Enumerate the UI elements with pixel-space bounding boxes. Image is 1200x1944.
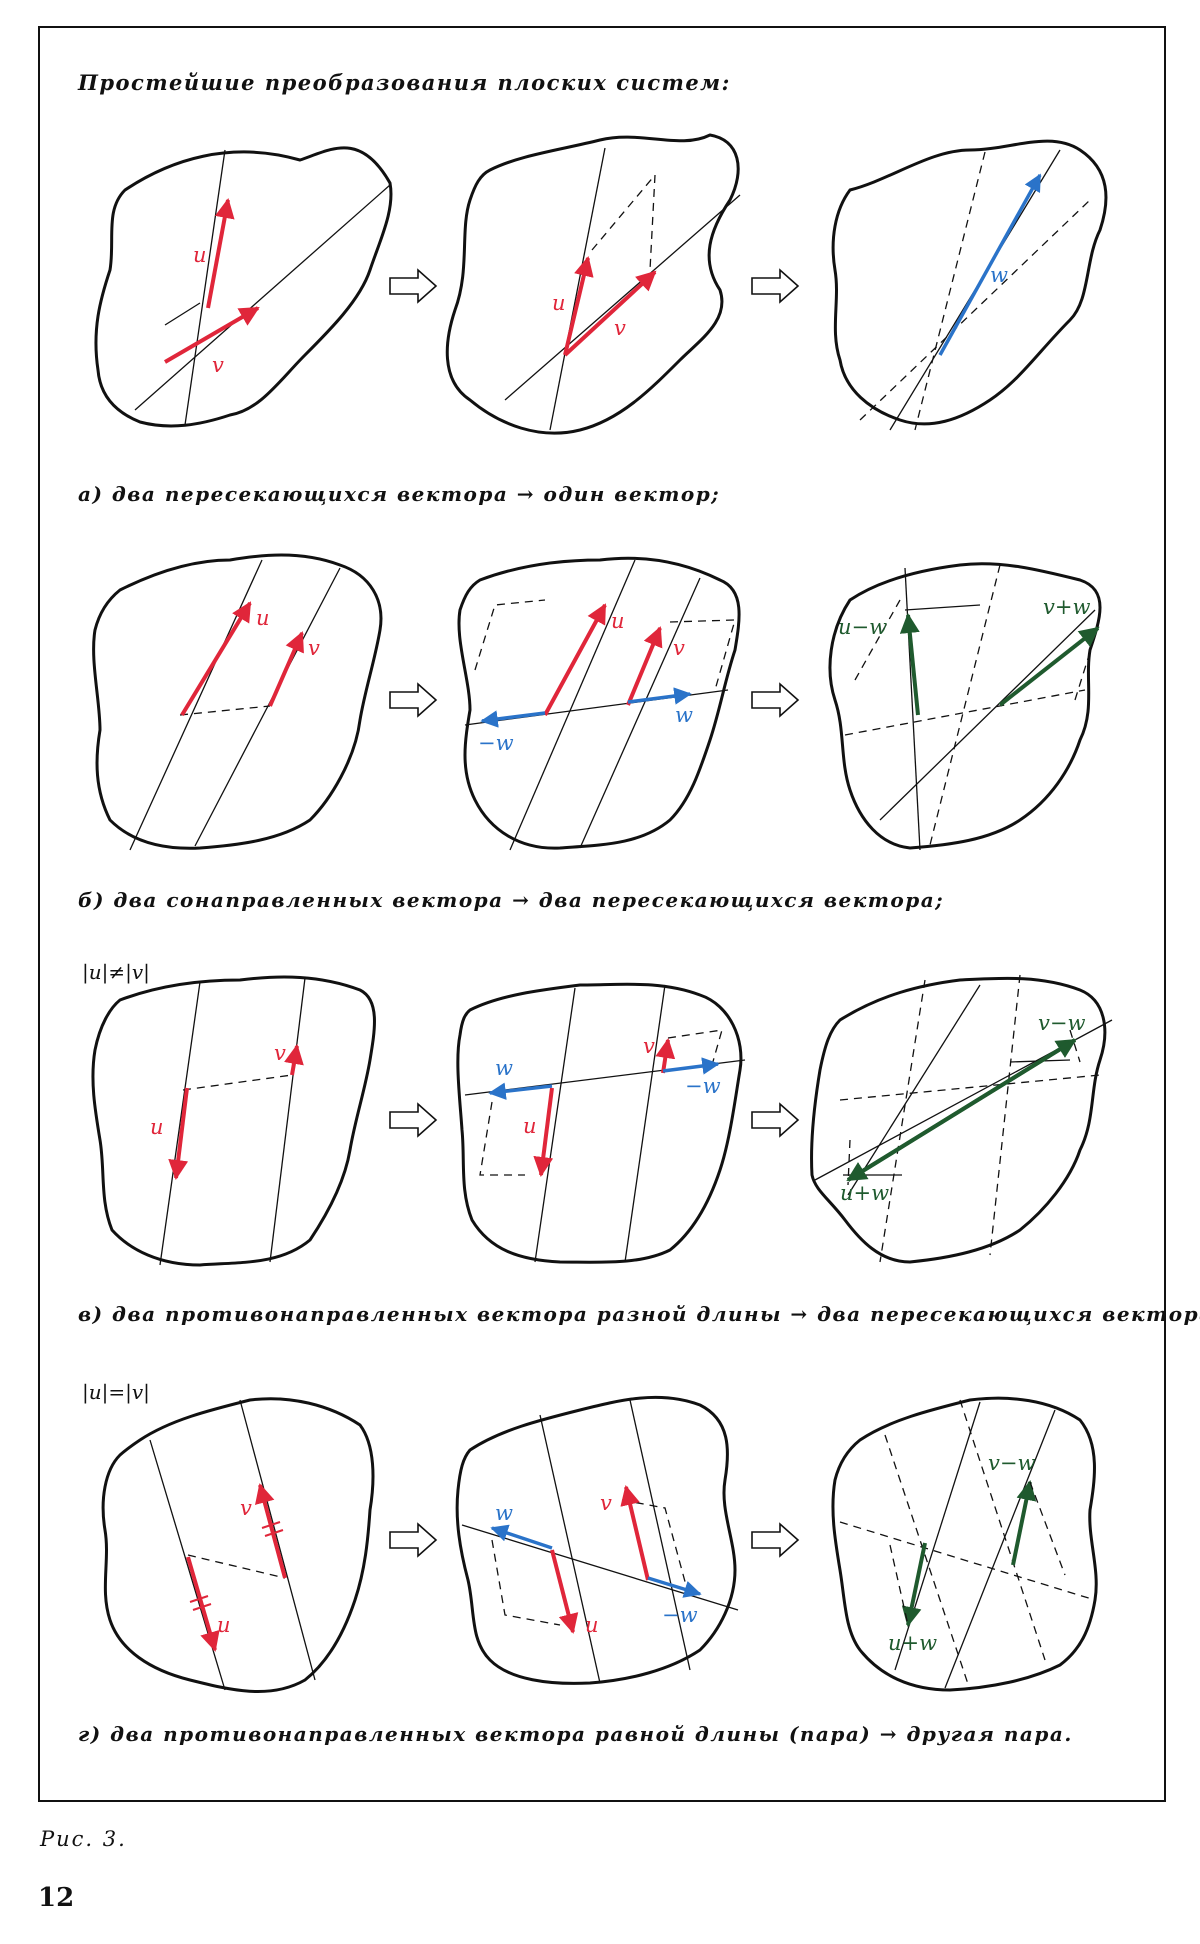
row-b-panel-1: u v xyxy=(92,553,383,851)
figure-frame xyxy=(38,26,1166,1802)
label-u: u xyxy=(523,1114,537,1138)
label-u-plus-w: u+w xyxy=(888,1631,937,1655)
transform-arrow-icon xyxy=(751,269,799,303)
row-a-panel-1: u v xyxy=(94,146,393,428)
transform-arrow-icon xyxy=(389,1103,437,1137)
label-v-plus-w: v+w xyxy=(1043,595,1090,619)
row-d-panel-3: v−w u+w xyxy=(831,1396,1098,1692)
caption-b: б) два сонаправленных вектора → два пере… xyxy=(78,888,945,912)
transform-arrow-icon xyxy=(751,683,799,717)
label-u: u xyxy=(217,1613,231,1637)
label-u: u xyxy=(193,243,207,267)
row-b-panel-2: u v −w w xyxy=(457,556,741,851)
caption-a: а) два пересекающихся вектора → один век… xyxy=(78,482,721,506)
page-number: 12 xyxy=(38,1883,75,1913)
label-w: w xyxy=(675,703,693,727)
row-a-panel-2: u v xyxy=(445,133,741,435)
label-v: v xyxy=(600,1491,612,1515)
label-w: w xyxy=(495,1056,513,1080)
label-v: v xyxy=(274,1041,286,1065)
label-v-minus-w: v−w xyxy=(988,1451,1035,1475)
row-c-panel-1: u v xyxy=(91,975,376,1267)
row-c-panel-3: v−w u+w xyxy=(810,974,1113,1264)
caption-d: г) два противонаправленных вектора равно… xyxy=(78,1722,1073,1746)
row-a-panel-3: w xyxy=(831,139,1108,431)
label-w: w xyxy=(990,263,1008,287)
row-d-panel-2: u v w −w xyxy=(455,1395,739,1685)
label-u-minus-w: u−w xyxy=(838,615,887,639)
figure-label: Рис. 3. xyxy=(40,1827,127,1851)
label-v: v xyxy=(308,636,320,660)
label-v: v xyxy=(673,636,685,660)
label-u: u xyxy=(256,606,270,630)
row-c-panel-2: u v w −w xyxy=(456,982,746,1264)
condition-unequal: |u|≠|v| xyxy=(82,960,150,984)
transform-arrow-icon xyxy=(389,269,437,303)
label-u: u xyxy=(585,1613,599,1637)
row-d-panel-1: u v xyxy=(101,1397,375,1694)
figure-title: Простейшие преобразования плоских систем… xyxy=(78,70,731,95)
transform-arrow-icon xyxy=(389,1523,437,1557)
label-u: u xyxy=(552,291,566,315)
transform-arrow-icon xyxy=(751,1103,799,1137)
label-u-plus-w: u+w xyxy=(840,1181,889,1205)
label-neg-w: −w xyxy=(685,1074,721,1098)
label-u: u xyxy=(150,1115,164,1139)
label-w: w xyxy=(495,1501,513,1525)
label-v: v xyxy=(240,1496,252,1520)
transform-arrow-icon xyxy=(751,1523,799,1557)
label-v: v xyxy=(614,316,626,340)
label-v: v xyxy=(212,353,224,377)
label-neg-w: −w xyxy=(662,1603,698,1627)
caption-c: в) два противонаправленных вектора разно… xyxy=(78,1302,1200,1326)
transform-arrow-icon xyxy=(389,683,437,717)
label-neg-w: −w xyxy=(478,731,514,755)
label-u: u xyxy=(611,609,625,633)
condition-equal: |u|=|v| xyxy=(82,1380,150,1404)
row-b-panel-3: u−w v+w xyxy=(828,562,1102,851)
label-v-minus-w: v−w xyxy=(1038,1011,1085,1035)
label-v: v xyxy=(643,1034,655,1058)
